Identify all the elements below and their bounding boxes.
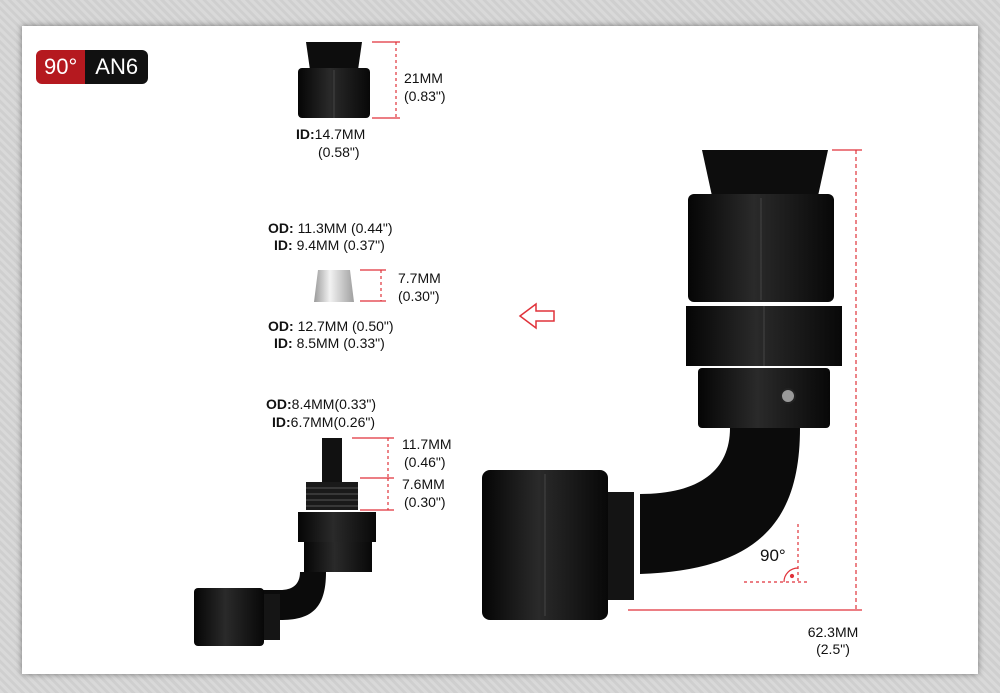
socket-id-label: ID: — [296, 126, 315, 142]
nipple-od-row: OD:8.4MM(0.33") — [266, 396, 376, 412]
nipple-h2-in: (0.30") — [404, 494, 446, 510]
nipple-h1-mm: 11.7MM — [402, 436, 452, 452]
ferrule-part — [314, 270, 354, 302]
main-fitting — [482, 150, 842, 620]
socket-height-in: (0.83") — [404, 88, 446, 104]
ferrule-dimension — [360, 269, 386, 302]
nipple-id: 6.7MM(0.26") — [290, 414, 375, 430]
small-fitting — [194, 438, 376, 646]
socket-height-mm: 21MM — [404, 70, 443, 86]
ferrule-bot-id: 8.5MM (0.33") — [296, 335, 385, 351]
badge-angle: 90° — [36, 50, 86, 84]
ferrule-bot-id-row: ID: 8.5MM (0.33") — [274, 335, 385, 351]
ferrule-top-od-label: OD: — [268, 220, 294, 236]
ferrule-bot-id-label: ID: — [274, 335, 293, 351]
nipple-dimension — [352, 437, 394, 511]
badge-size: AN6 — [85, 50, 149, 84]
ferrule-bot-od: 12.7MM (0.50") — [297, 318, 394, 334]
socket-id-mm: 14.7MM — [314, 126, 366, 142]
spec-badge: 90° AN6 — [36, 50, 149, 84]
ferrule-top-id: 9.4MM (0.37") — [296, 237, 385, 253]
main-angle-label: 90° — [760, 546, 786, 565]
ferrule-top-id-label: ID: — [274, 237, 293, 253]
ferrule-height-in: (0.30") — [398, 288, 440, 304]
nipple-h2-mm: 7.6MM — [402, 476, 445, 492]
nipple-od: 8.4MM(0.33") — [291, 396, 376, 412]
ferrule-height-mm: 7.7MM — [398, 270, 441, 286]
socket-part — [298, 42, 370, 118]
socket-id-row: ID:14.7MM — [296, 126, 365, 142]
ferrule-bot-od-row: OD: 12.7MM (0.50") — [268, 318, 394, 334]
ferrule-top-id-row: ID: 9.4MM (0.37") — [274, 237, 385, 253]
nipple-od-label: OD: — [266, 396, 292, 412]
socket-id-in: (0.58") — [318, 144, 360, 160]
main-dimension — [628, 149, 862, 611]
ferrule-top-od-row: OD: 11.3MM (0.44") — [268, 220, 393, 236]
nipple-id-label: ID: — [272, 414, 291, 430]
nipple-h1-in: (0.46") — [404, 454, 446, 470]
ferrule-top-od: 11.3MM (0.44") — [297, 220, 393, 236]
socket-dimension — [372, 41, 400, 119]
main-length-mm: 62.3MM — [807, 624, 859, 640]
main-length-in: (2.5") — [816, 641, 850, 657]
ferrule-bot-od-label: OD: — [268, 318, 294, 334]
arrow-left-icon — [518, 302, 555, 330]
nipple-id-row: ID:6.7MM(0.26") — [272, 414, 375, 430]
